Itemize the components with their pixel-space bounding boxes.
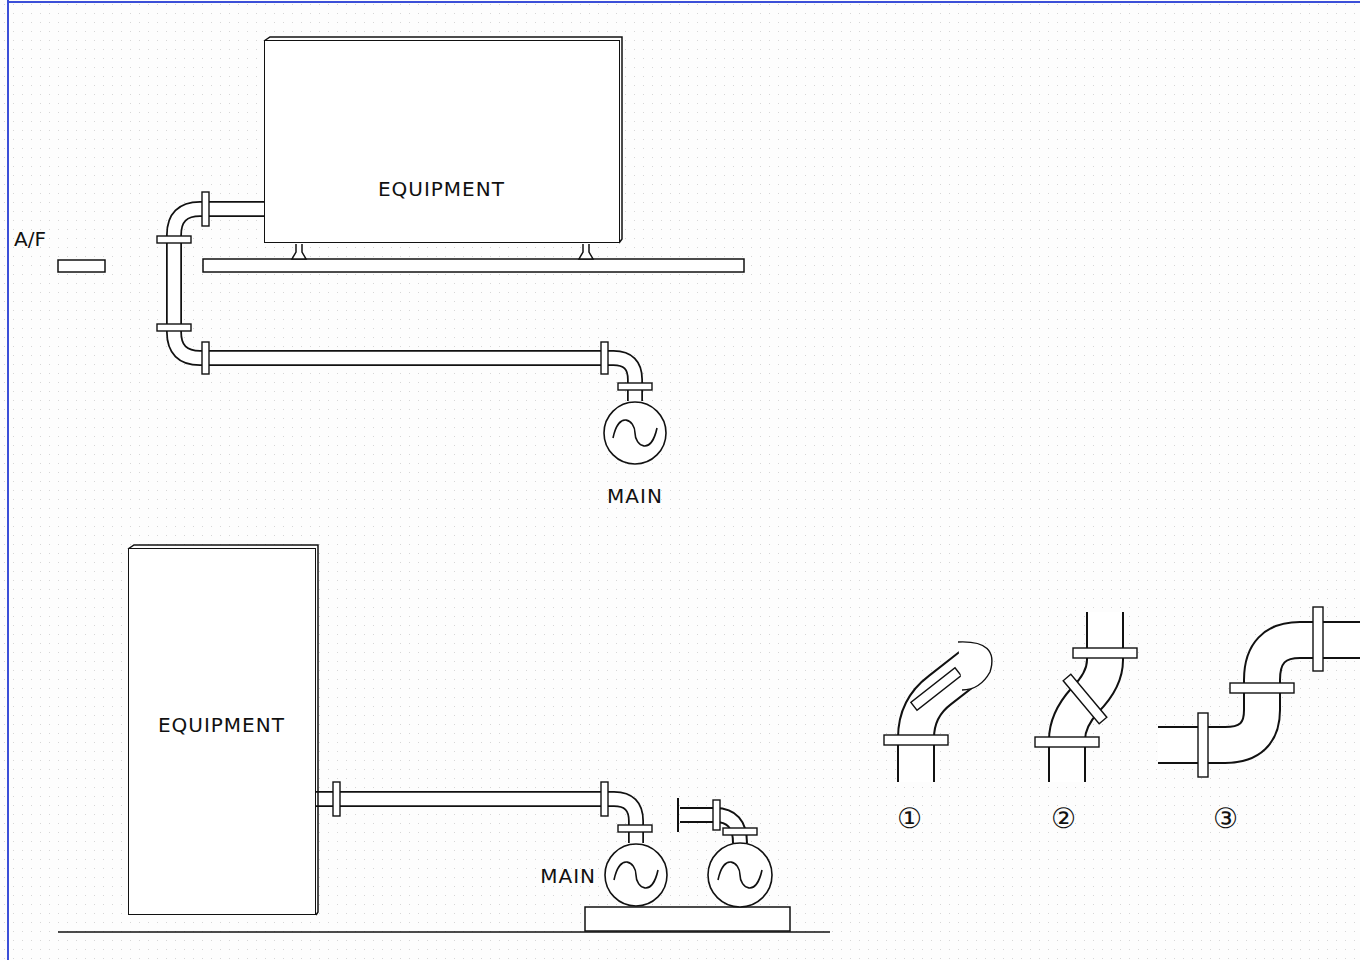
pipe-run bbox=[316, 799, 636, 843]
fitting-double-elbow bbox=[1158, 607, 1360, 777]
equipment-box: EQUIPMENT bbox=[264, 40, 620, 243]
base-platform bbox=[58, 244, 744, 272]
equipment-depth bbox=[128, 37, 622, 915]
pipe-section bbox=[603, 401, 667, 465]
af-label: A/F bbox=[14, 228, 46, 250]
equipment-label: EQUIPMENT bbox=[158, 714, 285, 736]
callout-number: ① bbox=[897, 804, 922, 835]
main-label: MAIN bbox=[607, 485, 663, 507]
frame-line bbox=[7, 1, 1360, 3]
equipment-box: EQUIPMENT bbox=[128, 548, 316, 915]
callout-number: ② bbox=[1051, 804, 1076, 835]
fitting-elbow bbox=[884, 642, 992, 782]
main-pipe: MAIN bbox=[603, 401, 667, 501]
frame-line bbox=[7, 0, 9, 960]
main-pipe: MAIN bbox=[604, 843, 668, 907]
callout-number: ③ bbox=[1213, 804, 1238, 835]
fitting-offset bbox=[1035, 612, 1137, 782]
pipe-section bbox=[604, 843, 668, 907]
main-label: MAIN bbox=[540, 865, 596, 887]
equipment-label: EQUIPMENT bbox=[378, 178, 505, 200]
second-main bbox=[678, 798, 772, 907]
